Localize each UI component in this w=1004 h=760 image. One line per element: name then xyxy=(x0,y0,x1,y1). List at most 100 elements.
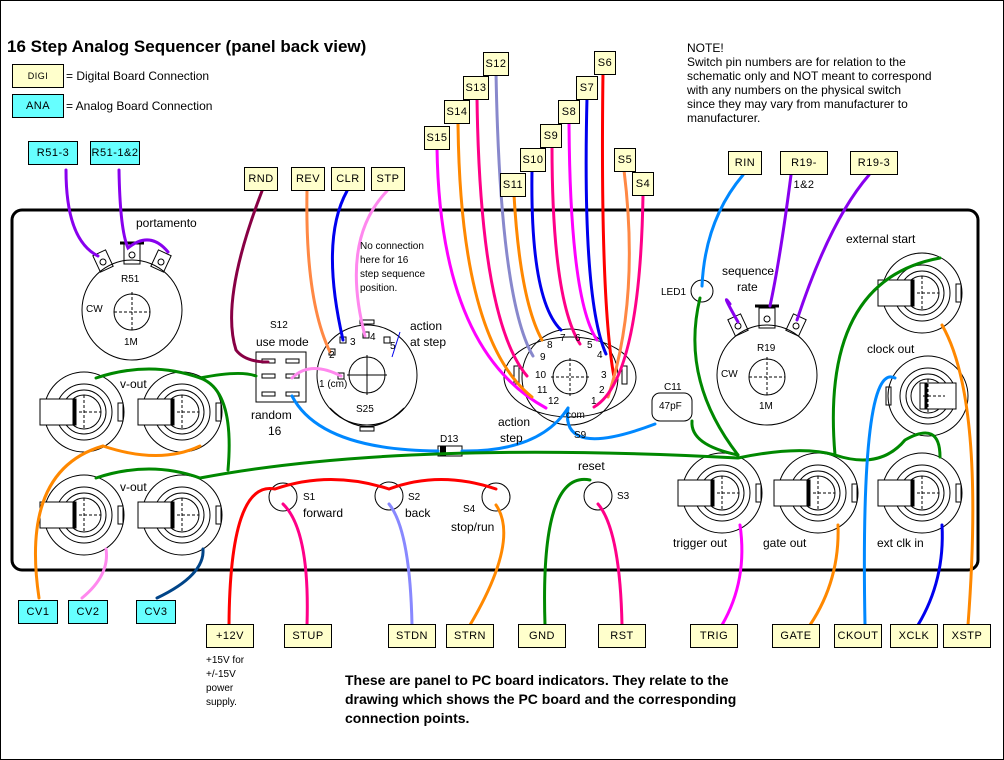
wire-r19-12 xyxy=(768,173,793,308)
s9-pin-2: 2 xyxy=(599,385,605,396)
wire-gate xyxy=(808,523,840,627)
text-cw-r19: CW xyxy=(721,369,738,380)
wire-s10 xyxy=(530,168,563,332)
label-s4: S4 xyxy=(632,172,654,196)
label-cv3: CV3 xyxy=(136,600,176,624)
legend-digi-swatch: DIGI xyxy=(12,64,64,88)
label-rnd: RND xyxy=(244,167,278,191)
wire-stup xyxy=(281,502,309,627)
switch-s25 xyxy=(316,319,418,432)
s25-pin-3: 3 xyxy=(350,337,356,348)
wire-gnd xyxy=(543,477,592,627)
text-at-step: at step xyxy=(410,335,447,349)
wire-s12-s25 xyxy=(290,367,343,380)
power-supply-note: +15V for +/-15V power supply. xyxy=(206,655,245,708)
wire-s15 xyxy=(435,146,548,410)
text-r19-value: 1M xyxy=(759,401,773,412)
label-r51-12: R51-1&2 xyxy=(90,141,140,165)
label-rst: RST xyxy=(598,624,646,648)
text-r19: R19 xyxy=(757,343,776,354)
s9-pin-12: 12 xyxy=(548,396,560,407)
wire-s7 xyxy=(584,96,608,356)
s9-pin-4: 4 xyxy=(597,350,603,361)
text-s9: S9 xyxy=(574,430,587,441)
legend-ana-swatch: ANA xyxy=(12,94,64,118)
text-r51: R51 xyxy=(121,274,140,285)
text-external-start: external start xyxy=(846,232,916,246)
label-s9: S9 xyxy=(540,124,562,148)
wire-ext-start xyxy=(831,256,942,457)
switch-s3 xyxy=(583,481,613,511)
text-trigger-out: trigger out xyxy=(673,536,728,550)
wire-clr xyxy=(330,189,349,342)
wire-s8 xyxy=(567,120,599,342)
switch-s2 xyxy=(374,481,404,511)
wire-12v xyxy=(227,478,498,627)
jack-clock-out xyxy=(885,355,969,437)
switch-s4 xyxy=(481,482,511,512)
text-forward: forward xyxy=(303,506,344,520)
s9-pin-9: 9 xyxy=(540,352,546,363)
label-s13: S13 xyxy=(463,76,489,100)
text-clock-out: clock out xyxy=(867,342,915,356)
label-stp: STP xyxy=(371,167,405,191)
label-rev: REV xyxy=(291,167,325,191)
wire-cv1 xyxy=(33,444,105,600)
wire-stp xyxy=(354,189,389,338)
text-r51-value: 1M xyxy=(124,337,138,348)
text-s12: S12 xyxy=(270,320,288,331)
no-connection-arrow xyxy=(391,331,401,358)
wire-cv2 xyxy=(80,547,108,600)
label-stdn: STDN xyxy=(388,624,436,648)
pot-r19 xyxy=(716,304,818,426)
label-stup: STUP xyxy=(284,624,332,648)
s9-pin-6: 6 xyxy=(575,333,581,344)
pot-r51 xyxy=(81,241,183,361)
label-xstp: XSTP xyxy=(943,624,991,648)
wire-rin xyxy=(700,173,745,288)
label-r51-3: R51-3 xyxy=(28,141,78,165)
text-c11: C11 xyxy=(664,382,682,393)
wire-r19-3 xyxy=(795,173,871,322)
s25-pin-2: 2 xyxy=(329,350,335,361)
label-rin: RIN xyxy=(728,151,762,175)
text-gate-out: gate out xyxy=(763,536,807,550)
s25-pin-5: 5 xyxy=(390,341,396,352)
wire-s9 xyxy=(550,144,582,346)
label-strn: STRN xyxy=(446,624,494,648)
s9-pin-7: 7 xyxy=(560,333,566,344)
label-s11: S11 xyxy=(500,173,526,197)
label-clr: CLR xyxy=(331,167,365,191)
label-r19-12: R19-1&2 xyxy=(780,151,828,191)
text-s25: S25 xyxy=(356,404,374,415)
wire-s4 xyxy=(592,193,645,409)
text-ext-clk-in: ext clk in xyxy=(877,536,924,550)
text-vout-2: v-out xyxy=(120,480,147,494)
wire-rnd xyxy=(230,189,270,364)
legend-digi-text: = Digital Board Connection xyxy=(66,69,210,83)
wire-led-trig xyxy=(693,296,740,457)
text-rate: rate xyxy=(737,280,758,294)
wire-cv3 xyxy=(155,547,205,600)
text-back: back xyxy=(405,506,431,520)
wire-ground-bus xyxy=(94,431,942,480)
label-ckout: CKOUT xyxy=(834,624,882,648)
text-step: step xyxy=(500,431,523,445)
label-xclk: XCLK xyxy=(890,624,938,648)
wire-trig xyxy=(720,523,744,627)
label-s14: S14 xyxy=(444,100,470,124)
text-action: action xyxy=(498,415,531,429)
s25-pin-4: 4 xyxy=(370,332,376,343)
jack-trigger-out xyxy=(677,452,763,534)
text-c11-value: 47pF xyxy=(659,401,682,412)
wire-s6 xyxy=(600,70,616,379)
wire-vout-gnd2 xyxy=(198,376,231,472)
text-s3: S3 xyxy=(617,491,630,502)
label-trig: TRIG xyxy=(690,624,738,648)
wire-stdn xyxy=(387,502,414,627)
note-text: NOTE! Switch pin numbers are for relatio… xyxy=(687,41,932,125)
text-s2: S2 xyxy=(408,492,421,503)
jack-vout-1a xyxy=(39,371,125,453)
jack-vout-1b xyxy=(137,371,223,453)
